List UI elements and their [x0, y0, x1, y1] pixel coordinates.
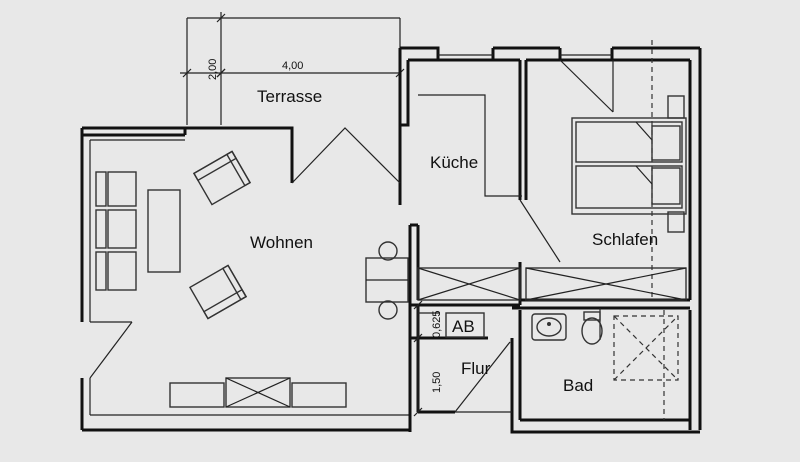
entry-door	[89, 321, 133, 379]
flur-dimension-line	[413, 300, 423, 417]
flur-depth-dimension: 1,50	[431, 372, 443, 393]
sideboard	[169, 377, 347, 408]
wardrobe-bedroom	[525, 267, 687, 301]
room-label-kueche: Küche	[430, 153, 478, 172]
kitchen-counter	[418, 94, 522, 197]
outer-walls	[80, 46, 702, 434]
room-label-schlafen: Schlafen	[592, 230, 658, 249]
nightstand-bottom	[667, 211, 685, 233]
ab-depth-dimension: 0,625	[431, 310, 443, 338]
wardrobe-kitchen	[417, 267, 521, 301]
flur-door	[454, 341, 512, 413]
room-label-wohnen: Wohnen	[250, 233, 313, 252]
nightstand-top	[667, 95, 685, 119]
room-label-bad: Bad	[563, 376, 593, 395]
terrace-width-dimension: 4,00	[282, 60, 303, 72]
coffee-table	[147, 189, 181, 273]
dining-table	[365, 241, 409, 320]
terrace	[180, 12, 405, 125]
room-label-terrasse: Terrasse	[257, 87, 322, 106]
room-label-flur: Flur	[461, 359, 491, 378]
bedroom-door	[559, 59, 614, 113]
terrace-depth-dimension: 2,00	[207, 59, 219, 80]
room-label-ab: AB	[452, 317, 475, 336]
sofa-seats	[95, 171, 137, 291]
armchair-bottom	[188, 264, 248, 320]
ab-cabinet	[445, 312, 485, 338]
shower	[613, 315, 679, 381]
toilet	[581, 311, 603, 345]
armchair-top	[192, 150, 252, 206]
terrace-door	[291, 127, 401, 184]
double-bed	[571, 117, 687, 215]
sink	[531, 313, 567, 341]
kitchen-diagonal	[519, 199, 561, 263]
